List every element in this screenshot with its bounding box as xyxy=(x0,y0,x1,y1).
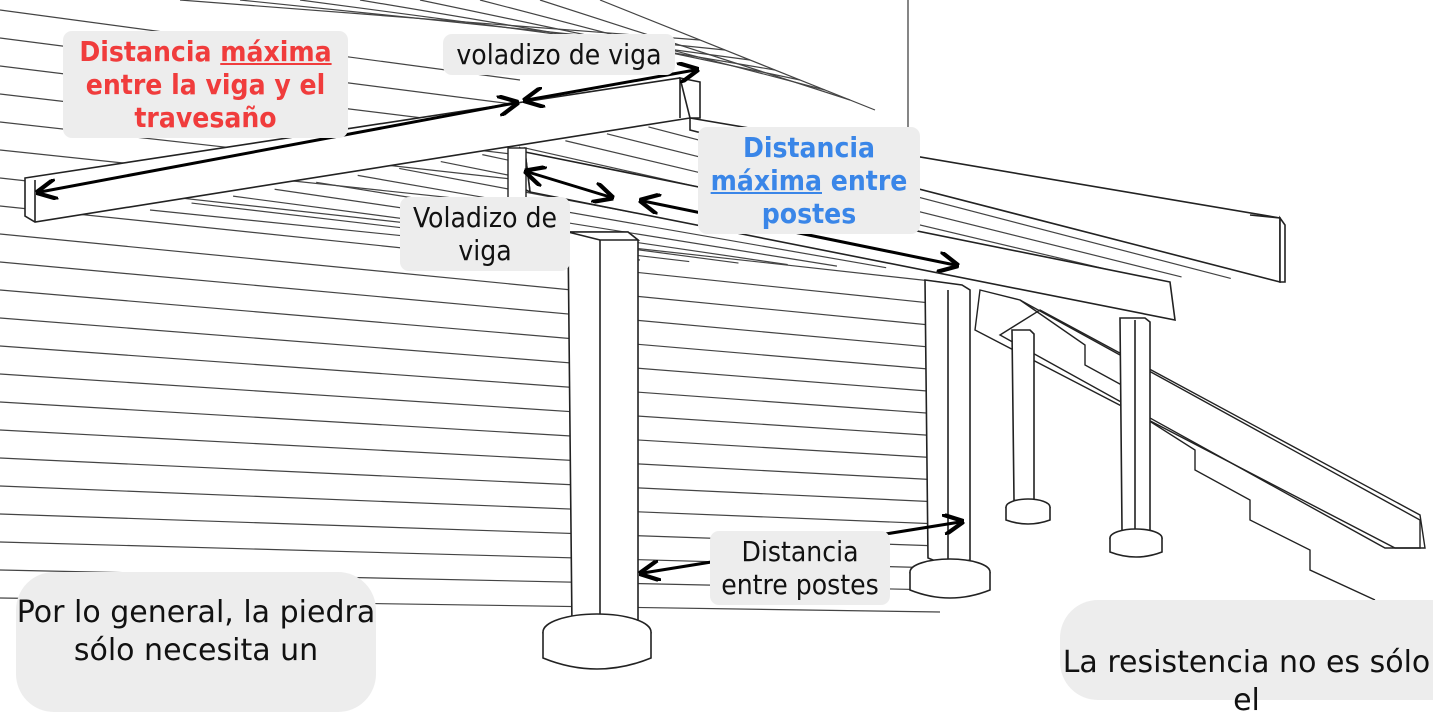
deck-drawing xyxy=(0,0,1433,670)
note-left: Por lo general, la piedra sólo necesita … xyxy=(16,572,376,712)
siding-line xyxy=(0,429,941,481)
label-max-beam-ledger-part1: Distancia xyxy=(79,35,221,68)
siding-line xyxy=(0,261,941,349)
label-beam-overhang-side-line2: viga xyxy=(458,234,512,268)
posts xyxy=(542,231,1163,670)
note-right-line1: La resistencia no es sólo el xyxy=(1062,645,1431,718)
note-left-line2: sólo necesita un xyxy=(73,632,319,668)
label-post-span-line1: Distancia xyxy=(741,535,859,568)
siding-line xyxy=(0,233,941,327)
label-max-beam-ledger: Distancia máxima entre la viga y el trav… xyxy=(63,31,348,139)
label-beam-overhang-top: voladizo de viga xyxy=(443,34,675,76)
label-beam-overhang-side-line1: Voladizo de xyxy=(412,201,558,234)
arrow-max-beam-ledger xyxy=(40,103,515,192)
label-beam-overhang-top-text: voladizo de viga xyxy=(456,38,662,71)
siding-line xyxy=(299,0,751,61)
label-post-span: Distancia entre postes xyxy=(710,531,890,606)
siding-line xyxy=(599,0,876,111)
label-max-post-span: Distancia máxima entre postes xyxy=(698,127,920,235)
note-left-line1: Por lo general, la piedra xyxy=(16,595,376,630)
arrow-overhang-side xyxy=(528,172,610,197)
label-post-span-line2: entre postes xyxy=(721,568,879,602)
label-max-post-span-line2-rest: entre xyxy=(822,164,908,198)
label-max-beam-ledger-line2: entre la viga y el xyxy=(85,68,326,102)
label-max-beam-ledger-emphasis: máxima xyxy=(220,35,332,68)
label-max-post-span-emphasis: máxima xyxy=(710,164,822,198)
siding-line xyxy=(0,289,941,371)
label-beam-overhang-side: Voladizo de viga xyxy=(400,197,570,272)
label-max-post-span-line3: postes xyxy=(761,197,857,231)
siding-line xyxy=(0,373,941,437)
siding-line xyxy=(0,345,941,415)
label-max-post-span-line1: Distancia xyxy=(742,131,876,164)
note-right: La resistencia no es sólo el xyxy=(1060,600,1433,718)
house-wall-right xyxy=(907,0,1433,130)
siding-line xyxy=(0,457,941,503)
siding-line xyxy=(0,401,941,459)
siding-line xyxy=(179,0,701,41)
arrow-overhang-top xyxy=(527,70,695,100)
label-max-beam-ledger-line3: travesaño xyxy=(134,101,277,135)
siding-line xyxy=(539,0,851,101)
siding-line xyxy=(0,317,941,393)
stairs xyxy=(974,289,1426,601)
